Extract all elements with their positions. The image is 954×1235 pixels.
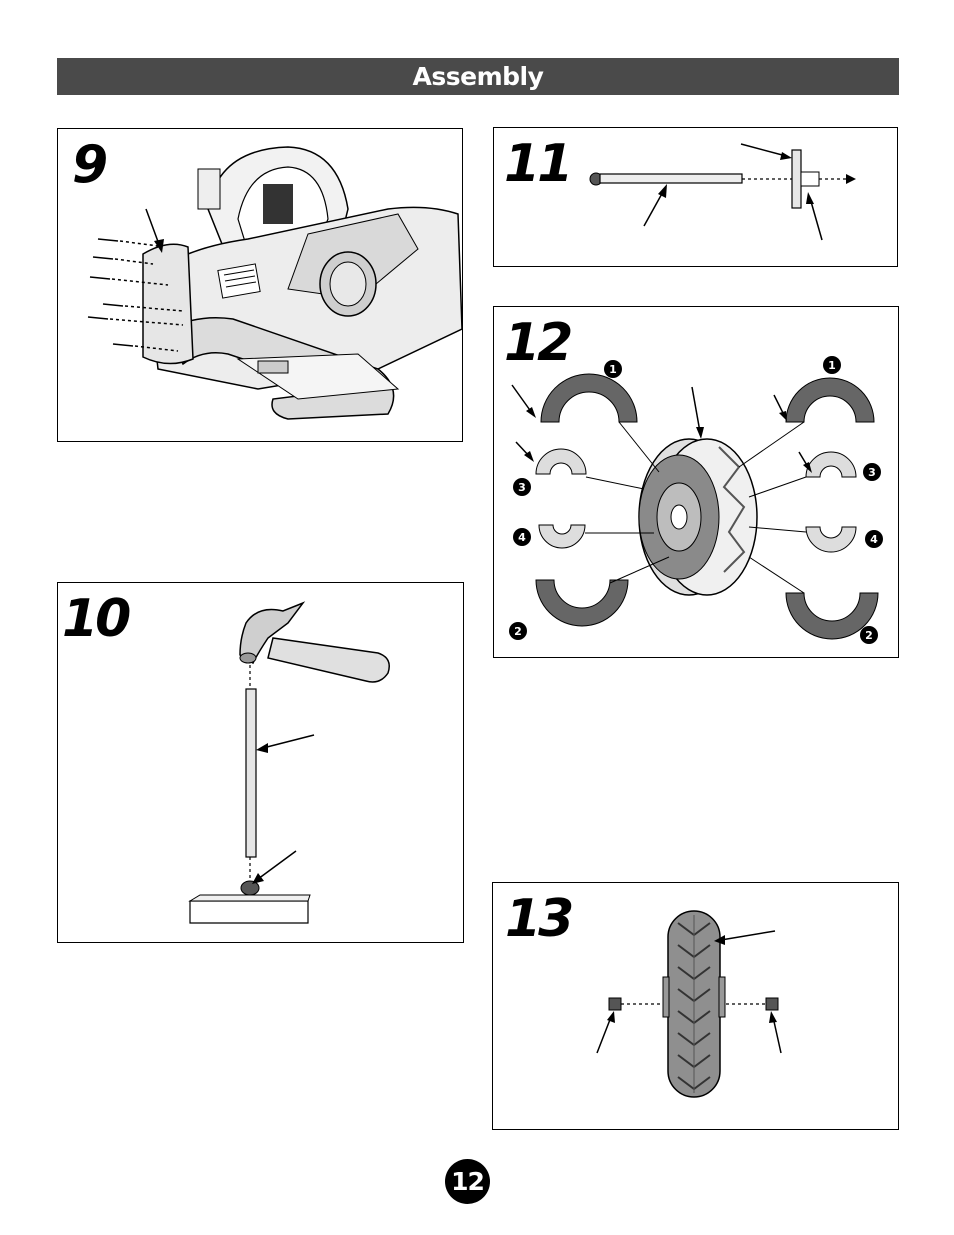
left-decals — [536, 374, 637, 626]
section-header: Assembly — [57, 58, 899, 95]
step-13-illustration — [493, 883, 900, 1131]
page-number-badge: 12 — [445, 1159, 490, 1204]
section-title: Assembly — [413, 62, 544, 91]
step-9-illustration — [58, 129, 464, 443]
callout-4-left: 4 — [518, 531, 526, 544]
callout-2-left: 2 — [514, 625, 522, 638]
step-13-panel: 13 — [492, 882, 899, 1130]
callout-1-left: 1 — [609, 363, 617, 376]
callout-4-right: 4 — [870, 533, 878, 546]
right-decals — [786, 378, 878, 639]
step-9-panel: 9 — [57, 128, 463, 442]
step-11-panel: 11 — [493, 127, 898, 267]
callout-1-right: 1 — [828, 359, 836, 372]
step-11-illustration — [494, 128, 899, 268]
callout-3-right: 3 — [868, 466, 876, 479]
step-12-panel: 12 — [493, 306, 899, 658]
step-10-panel: 10 — [57, 582, 464, 943]
step-12-illustration: 1 1 3 3 4 4 2 2 — [494, 307, 900, 659]
callout-2-right: 2 — [865, 629, 873, 642]
callout-3-left: 3 — [518, 481, 526, 494]
step-10-illustration — [58, 583, 465, 944]
